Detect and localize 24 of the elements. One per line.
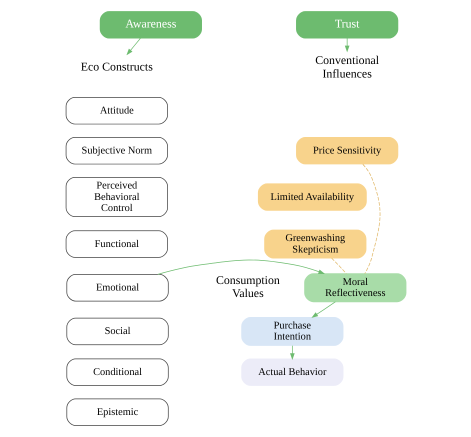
node-box: Moral Reflectiveness: [304, 273, 406, 302]
node-box: Subjective Norm: [66, 137, 168, 164]
node-box: Social: [66, 318, 169, 346]
node-box: Attitude: [66, 97, 168, 124]
node-box: Greenwashing Skepticism: [264, 230, 366, 258]
node-box: Limited Availability: [258, 183, 367, 211]
node-box: Awareness: [100, 11, 202, 39]
node-box: Actual Behavior: [241, 358, 344, 386]
arrow: [126, 38, 141, 56]
node-box: Epistemic: [66, 398, 169, 426]
arrow: [311, 301, 336, 318]
node-box: Purchase Intention: [241, 317, 344, 346]
connector: [331, 258, 347, 274]
node-box: Functional: [66, 230, 168, 258]
label: Consumption Values: [216, 272, 280, 300]
arrow: [157, 260, 326, 275]
node-box: Trust: [296, 11, 398, 39]
node-text: Conventional Influences: [315, 52, 380, 80]
node-box: Price Sensitivity: [296, 137, 398, 164]
node-box: Conditional: [66, 358, 169, 386]
node-box: Perceived Behavioral Control: [66, 177, 168, 218]
connector: [362, 164, 380, 274]
node-text: Eco Constructs: [80, 60, 153, 74]
node-box: Emotional: [66, 274, 169, 302]
